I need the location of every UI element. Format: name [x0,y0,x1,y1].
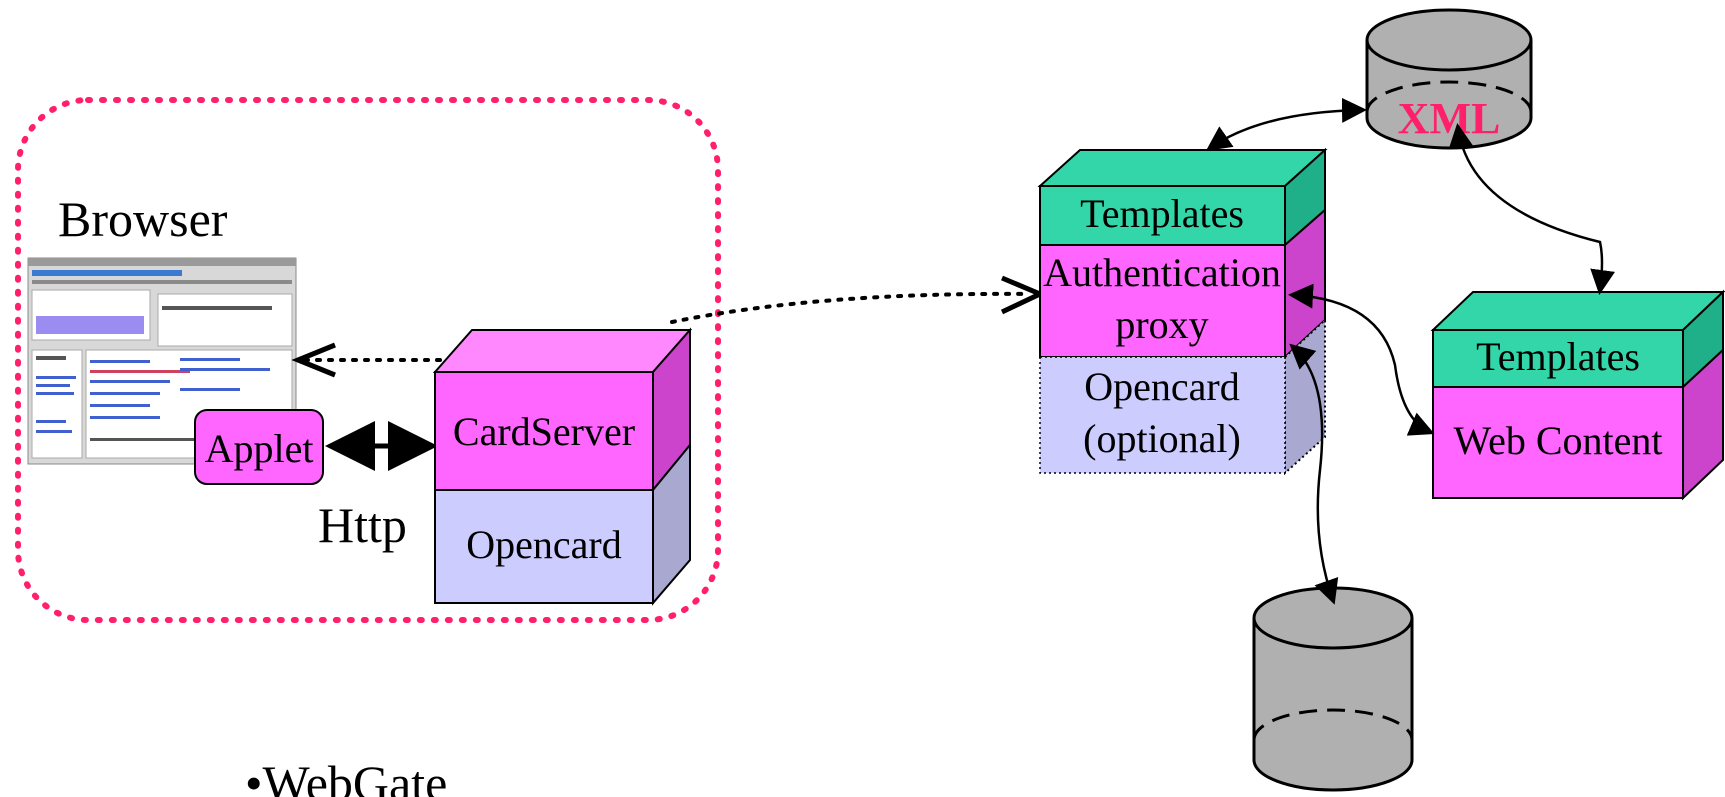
proxy-templates-label: Templates [1080,191,1244,236]
proxy-opencard-line1: Opencard [1084,364,1239,409]
http-label: Http [318,497,407,553]
xml-to-proxy-arrow [1205,97,1367,151]
xml-to-web-content-arrow [1448,123,1616,295]
proxy-opencard-line2: (optional) [1083,416,1241,461]
proxy-to-web-content-arrow [1288,283,1435,436]
xml-label: XML [1398,94,1501,143]
xml-database-icon [1365,8,1533,150]
applet-box [194,409,324,485]
applet-label: Applet [205,426,314,471]
browser-title: Browser [58,191,228,247]
database-icon [1252,586,1414,792]
proxy-to-database-arrow [1289,343,1339,605]
cardserver-to-proxy-dotted-arrow [670,291,1032,324]
proxy-auth-line2: proxy [1115,302,1208,347]
opencard-label: Opencard [466,522,621,567]
web-content-label: Web Content [1454,418,1663,463]
proxy-auth-line1: Authentication [1043,250,1281,295]
webgate-bullet-text: •WebGate [245,755,447,797]
cardserver-label: CardServer [453,409,635,454]
browser-chevron-arrowhead [291,342,336,378]
cardserver-stack [432,327,693,606]
web-content-stack [1430,289,1725,501]
browser-boundary [15,97,721,623]
web-templates-label: Templates [1476,334,1640,379]
